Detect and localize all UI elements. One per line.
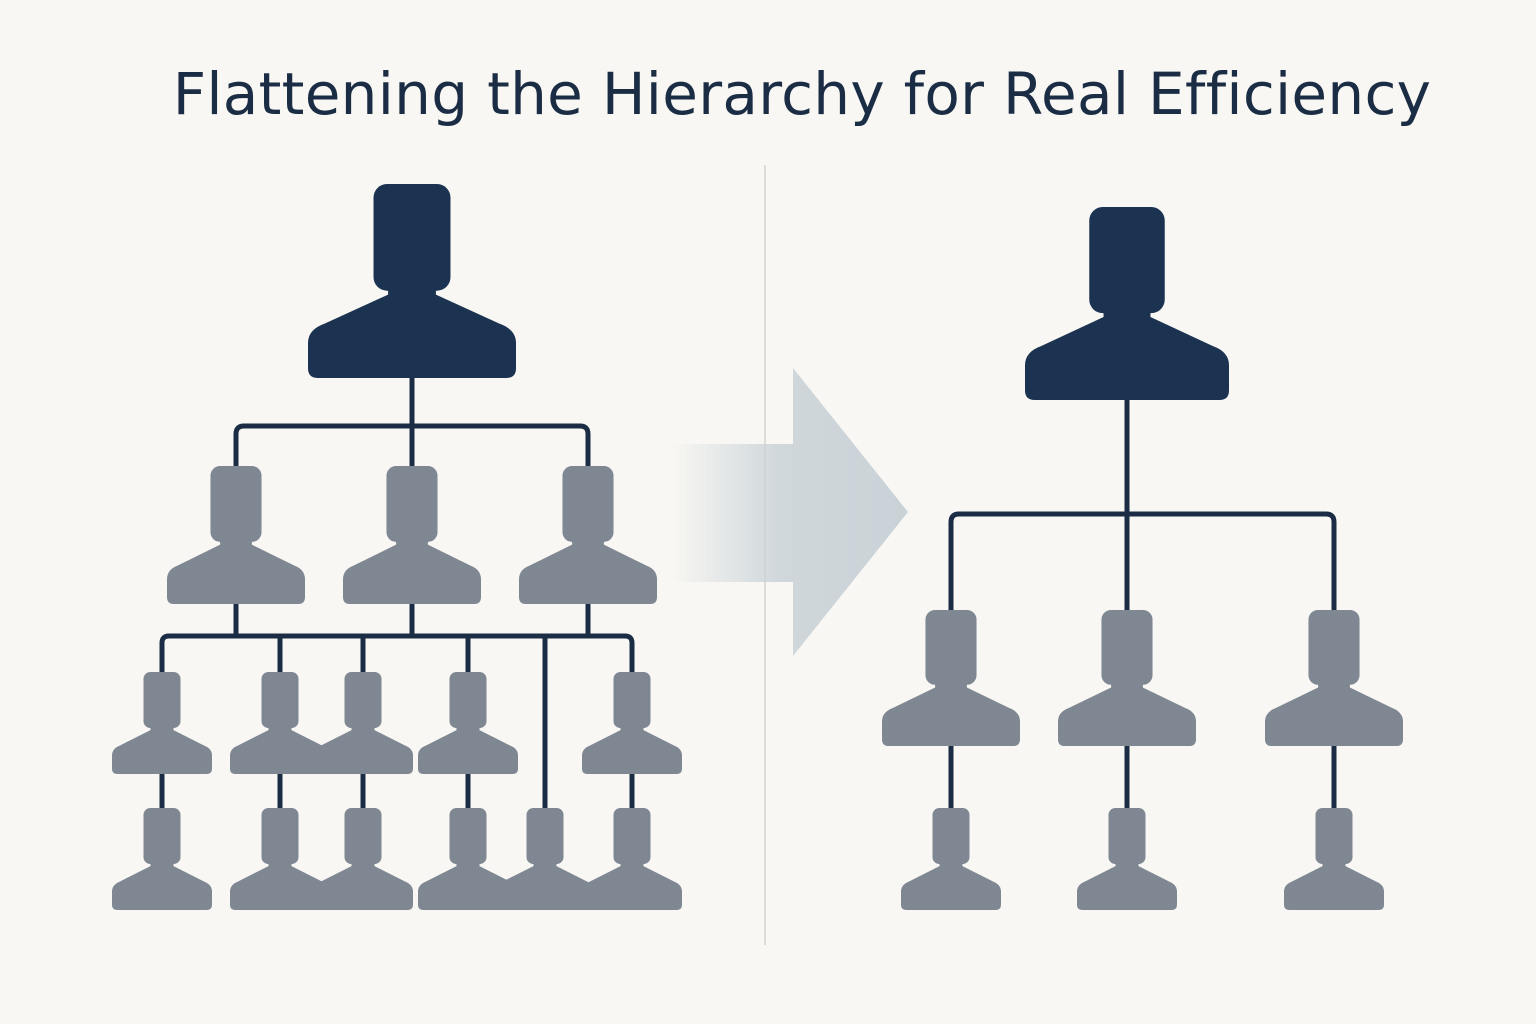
person-icon xyxy=(1058,610,1196,746)
person-head xyxy=(344,672,382,729)
page-title: Flattening the Hierarchy for Real Effici… xyxy=(172,60,1432,128)
person-body xyxy=(519,539,657,604)
person-body xyxy=(112,862,212,910)
person-head xyxy=(1308,610,1360,685)
person-icon xyxy=(112,672,212,774)
right-leader-connector xyxy=(948,397,1337,613)
person-body xyxy=(313,726,413,774)
person-head xyxy=(613,808,651,865)
person-body xyxy=(308,288,516,378)
right-arrow-icon xyxy=(672,368,908,656)
person-body xyxy=(495,862,595,910)
person-body xyxy=(1265,682,1403,746)
person-head xyxy=(449,672,487,729)
person-icon xyxy=(313,808,413,910)
left-lower-connector xyxy=(159,769,635,811)
person-body xyxy=(230,862,330,910)
person-head xyxy=(1108,808,1146,865)
person-icon xyxy=(901,808,1001,910)
left-mid-connector xyxy=(233,601,591,639)
person-body xyxy=(112,726,212,774)
left-bus-connector xyxy=(159,633,635,811)
person-body xyxy=(167,539,305,604)
person-icon xyxy=(882,610,1020,746)
person-head xyxy=(1089,207,1165,314)
person-icon xyxy=(495,808,595,910)
person-body xyxy=(230,726,330,774)
person-icon xyxy=(1025,207,1229,400)
person-icon xyxy=(1284,808,1384,910)
person-head xyxy=(344,808,382,865)
person-body xyxy=(582,726,682,774)
person-head xyxy=(925,610,977,685)
hierarchical-org-chart xyxy=(112,184,682,910)
person-head xyxy=(613,672,651,729)
person-head xyxy=(143,808,181,865)
person-head xyxy=(526,808,564,865)
person-head xyxy=(1101,610,1153,685)
person-head xyxy=(562,466,614,542)
person-body xyxy=(582,862,682,910)
person-icon xyxy=(230,672,330,774)
person-body xyxy=(882,682,1020,746)
person-icon xyxy=(112,808,212,910)
person-head xyxy=(1315,808,1353,865)
person-head xyxy=(210,466,262,542)
person-icon xyxy=(230,808,330,910)
person-body xyxy=(1025,311,1229,400)
person-head xyxy=(373,184,451,291)
person-head xyxy=(261,672,299,729)
person-body xyxy=(1284,862,1384,910)
person-body xyxy=(1058,682,1196,746)
person-body xyxy=(418,862,518,910)
person-icon xyxy=(418,808,518,910)
person-body xyxy=(313,862,413,910)
person-body xyxy=(901,862,1001,910)
connector-lines xyxy=(159,375,1337,811)
person-head xyxy=(386,466,438,542)
person-icon xyxy=(167,466,305,604)
person-head xyxy=(143,672,181,729)
person-icon xyxy=(343,466,481,604)
person-icon xyxy=(582,808,682,910)
person-icon xyxy=(519,466,657,604)
person-head xyxy=(449,808,487,865)
right-lower-connector xyxy=(948,742,1337,811)
person-head xyxy=(261,808,299,865)
person-body xyxy=(418,726,518,774)
person-body xyxy=(343,539,481,604)
person-icon xyxy=(1265,610,1403,746)
person-head xyxy=(932,808,970,865)
left-leader-connector xyxy=(233,375,591,469)
person-icon xyxy=(582,672,682,774)
flat-org-chart xyxy=(882,207,1403,910)
person-icon xyxy=(1077,808,1177,910)
person-icon xyxy=(418,672,518,774)
person-icon xyxy=(308,184,516,378)
person-body xyxy=(1077,862,1177,910)
person-icon xyxy=(313,672,413,774)
